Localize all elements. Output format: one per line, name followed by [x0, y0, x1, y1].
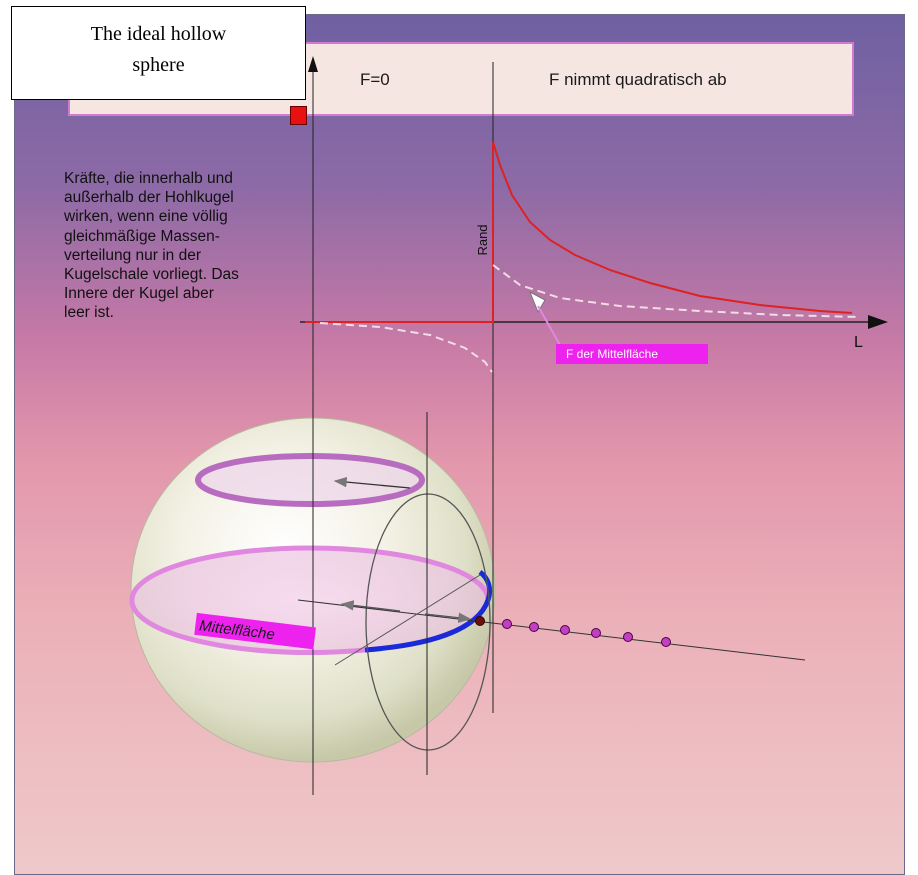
- top-ring: [195, 453, 425, 507]
- description-line: außerhalb der Hohlkugel: [64, 189, 234, 207]
- description-line: Innere der Kugel aber: [64, 285, 214, 303]
- y-axis-marker: [290, 106, 307, 125]
- description-line: wirken, wenn eine völlig: [64, 208, 228, 226]
- description-line: Kugelschale vorliegt. Das: [64, 266, 239, 284]
- description-line: verteilung nur in der: [64, 246, 201, 264]
- inside-force-label: F=0: [360, 70, 390, 89]
- callout-pointer: [529, 290, 546, 314]
- center-plane-force-label: F der Mittelfläche: [566, 347, 658, 361]
- outside-force-label: F nimmt quadratisch ab: [549, 70, 727, 89]
- cross-section-ellipse: [365, 493, 491, 751]
- center-plane-force-label-bg: [556, 344, 708, 364]
- title-line-1: The ideal hollow: [90, 23, 227, 45]
- description-text: Kräfte, die innerhalb und außerhalb der …: [64, 169, 309, 323]
- x-axis-label: L: [854, 334, 863, 351]
- radial-axis: [297, 599, 806, 661]
- y-axis-arrowhead: [308, 56, 318, 72]
- x-axis-arrowhead: [868, 315, 888, 329]
- title-line-2: sphere: [132, 54, 185, 76]
- description-line: gleichmäßige Massen-: [64, 227, 220, 245]
- inside-dashed-curve: [319, 322, 493, 373]
- test-mass-points: [502, 619, 671, 647]
- equator-ring: [129, 545, 491, 601]
- force-curve: [305, 141, 853, 323]
- description-line: Kräfte, die innerhalb und: [64, 170, 233, 187]
- center-plane-label-bg: [194, 612, 317, 650]
- title-box: The ideal hollow sphere: [11, 6, 306, 100]
- description-line: leer ist.: [64, 304, 114, 322]
- center-plane-force-curve: [492, 264, 861, 318]
- boundary-label: Rand: [475, 224, 490, 255]
- shell-point: [475, 616, 485, 626]
